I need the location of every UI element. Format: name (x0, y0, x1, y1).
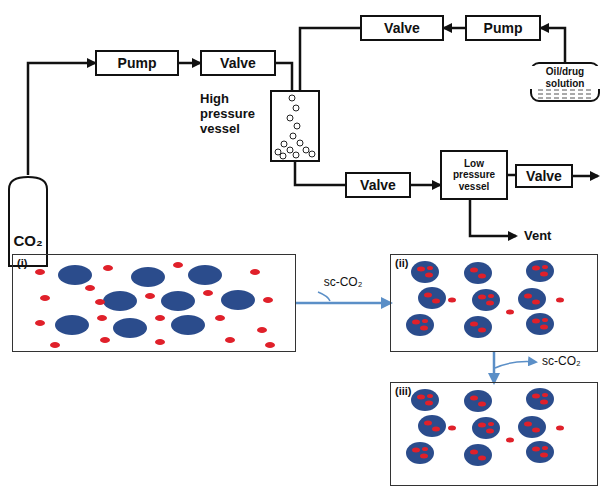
panel: (i) (12, 254, 296, 352)
edge-label: sc-CO₂ (322, 275, 365, 289)
flow-line (444, 27, 465, 30)
flow-line (508, 174, 515, 177)
node-label: Valve (220, 55, 256, 71)
flow-line (28, 63, 95, 175)
node-label: Valve (526, 168, 562, 184)
vent-arrow (470, 200, 516, 236)
node-label: Low pressure vessel (442, 158, 506, 193)
pressure-vessel: High pressure vessel (270, 90, 320, 162)
flow-line (541, 28, 565, 62)
node-label: CO₂ (13, 232, 42, 249)
vent-label: Vent (522, 228, 553, 243)
flow-line (179, 62, 200, 65)
process-arrow (493, 352, 496, 382)
gas-bubbles (275, 95, 315, 159)
outflow-label: sc-CO₂ (540, 354, 583, 368)
low-pressure-vessel: Low pressure vessel (440, 150, 508, 200)
inflow-curve (318, 292, 330, 301)
panel-number: (ii) (395, 257, 408, 270)
panel-number: (iii) (395, 385, 412, 398)
panel: (ii) (390, 254, 598, 352)
node-label: Pump (484, 20, 523, 36)
valve-box: Valve (515, 164, 573, 188)
outlet-arrow (573, 175, 598, 178)
node-label: Pump (118, 55, 157, 71)
node-label: Oil/drug solution (530, 66, 600, 89)
pump-box: Pump (95, 50, 179, 76)
panel-number: (i) (17, 257, 27, 270)
node-label: Valve (360, 177, 396, 193)
node-label: Valve (384, 20, 420, 36)
panel: (iii) (390, 382, 598, 486)
node-label: High pressure vessel (200, 92, 266, 137)
solution-tank: Oil/drug solution (530, 62, 600, 102)
flow-line (295, 162, 345, 185)
outflow-curve (495, 362, 536, 368)
flow-line (300, 28, 360, 90)
process-arrow (296, 302, 390, 305)
flow-line (276, 63, 292, 90)
valve-box: Valve (360, 15, 444, 41)
pump-box: Pump (465, 15, 541, 41)
particles (35, 260, 564, 466)
valve-box: Valve (200, 50, 276, 76)
valve-box: Valve (345, 172, 411, 198)
flow-line (411, 184, 440, 187)
pressure-vessel-outline (270, 90, 320, 162)
